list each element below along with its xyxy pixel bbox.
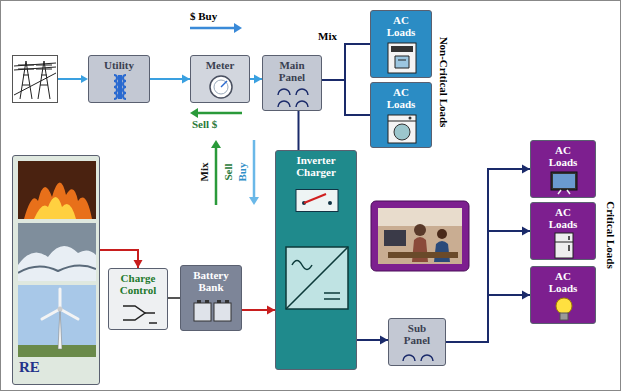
controller-box: Charge Control: [108, 268, 168, 330]
load-box: AC Loads: [530, 140, 596, 198]
controller-icon: [119, 299, 159, 327]
load-box: AC Loads: [370, 10, 432, 78]
load-box: AC Loads: [370, 82, 432, 148]
meter-box: Meter: [190, 55, 250, 103]
box-label: Meter: [206, 59, 235, 71]
vertical-label: Buy: [236, 163, 248, 182]
battery-icon: [192, 297, 232, 325]
meter-icon: [207, 73, 235, 101]
appliance-icon: [386, 41, 418, 75]
box-label: Sub Panel: [399, 322, 435, 346]
box-label: AC Loads: [546, 144, 580, 168]
flow-connector: [150, 75, 190, 84]
flow-label: Mix: [318, 30, 337, 42]
flow-label: $ Buy: [190, 10, 217, 22]
washer-icon: [386, 113, 418, 145]
flow-connector: [446, 291, 530, 343]
vertical-label: Sell: [222, 163, 234, 180]
utility-box: Utility: [88, 55, 150, 103]
load-box: AC Loads: [530, 266, 596, 324]
flow-connector: [322, 44, 370, 80]
flow-connector: [322, 80, 370, 115]
inverter-box: Inverter Charger: [275, 150, 357, 370]
flow-connector: [357, 336, 388, 345]
box-label: RE: [19, 359, 40, 376]
flow-label: Sell $: [192, 118, 217, 130]
box-label: AC Loads: [546, 206, 580, 230]
breaker-icon: [275, 85, 311, 109]
vertical-label: Mix: [198, 163, 210, 182]
flow-connector: [100, 250, 143, 268]
box-label: Charge Control: [113, 272, 163, 296]
breaker-icon: [400, 348, 436, 364]
panel-box: Sub Panel: [388, 318, 446, 366]
transformer-icon: [104, 74, 136, 100]
vertical-label: Non-Critical Loads: [438, 37, 450, 128]
fridge-icon: [553, 232, 575, 259]
box-label: AC Loads: [384, 86, 418, 110]
source-box: RE: [12, 155, 100, 385]
vertical-label: Critical Loads: [605, 201, 617, 269]
load-box: AC Loads: [530, 202, 596, 260]
power-line-icon: [12, 55, 58, 103]
flow-connector: [242, 306, 275, 315]
box-label: Battery Bank: [186, 269, 236, 293]
box-label: AC Loads: [546, 270, 580, 294]
tv-icon: [550, 171, 578, 195]
box-label: Utility: [104, 59, 134, 71]
box-label: AC Loads: [384, 14, 418, 38]
renewable-photos: [18, 161, 96, 357]
box-label: Main Panel: [274, 59, 310, 83]
battery-box: Battery Bank: [180, 265, 242, 331]
flow-connector: [298, 111, 299, 150]
flow-connector: [250, 75, 262, 84]
box-label: Inverter Charger: [286, 154, 346, 178]
inverter-icon: [282, 189, 352, 311]
home-photo: [370, 200, 470, 272]
flow-connector: [168, 298, 180, 299]
bulb-icon: [553, 296, 575, 323]
panel-box: Main Panel: [262, 55, 322, 111]
